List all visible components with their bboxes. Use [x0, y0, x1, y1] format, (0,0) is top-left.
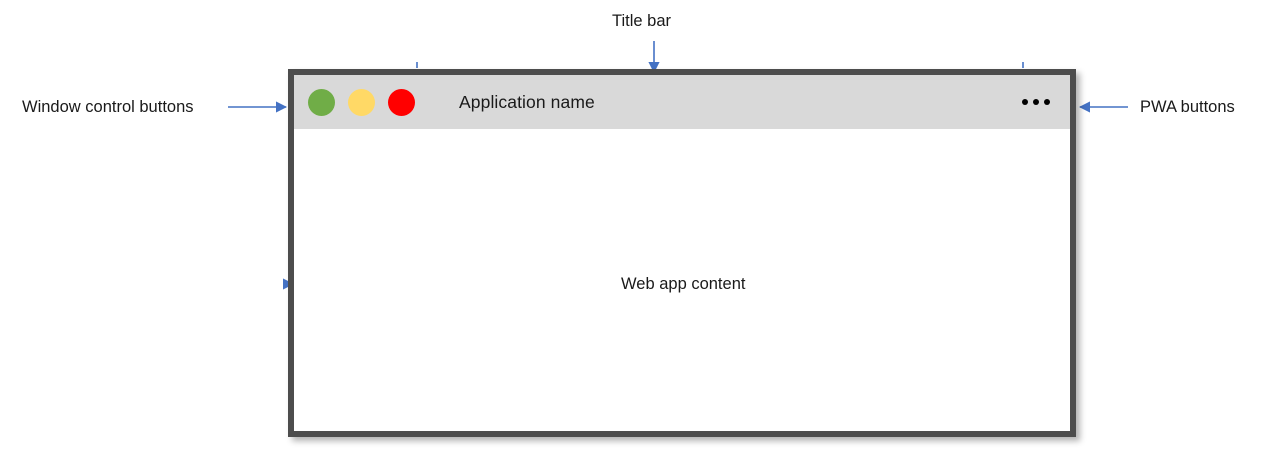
application-name-label: Application name	[459, 91, 595, 112]
annotation-label-window-controls: Window control buttons	[22, 98, 194, 116]
annotation-label-web-app-content: Web app content	[613, 276, 754, 293]
application-window: Application name	[288, 69, 1076, 437]
minimize-button-icon[interactable]	[308, 88, 335, 116]
annotation-label-title-bar: Title bar	[612, 12, 671, 30]
close-button-icon[interactable]	[388, 88, 415, 116]
maximize-button-icon[interactable]	[348, 88, 375, 116]
ellipsis-dot-icon	[1044, 99, 1050, 105]
ellipsis-dot-icon	[1022, 99, 1028, 105]
annotation-label-pwa-buttons: PWA buttons	[1140, 98, 1235, 116]
ellipsis-dot-icon	[1033, 99, 1039, 105]
title-bar: Application name	[294, 75, 1070, 129]
window-control-buttons[interactable]	[294, 88, 415, 116]
pwa-menu-ellipsis-icon[interactable]	[1022, 99, 1050, 105]
